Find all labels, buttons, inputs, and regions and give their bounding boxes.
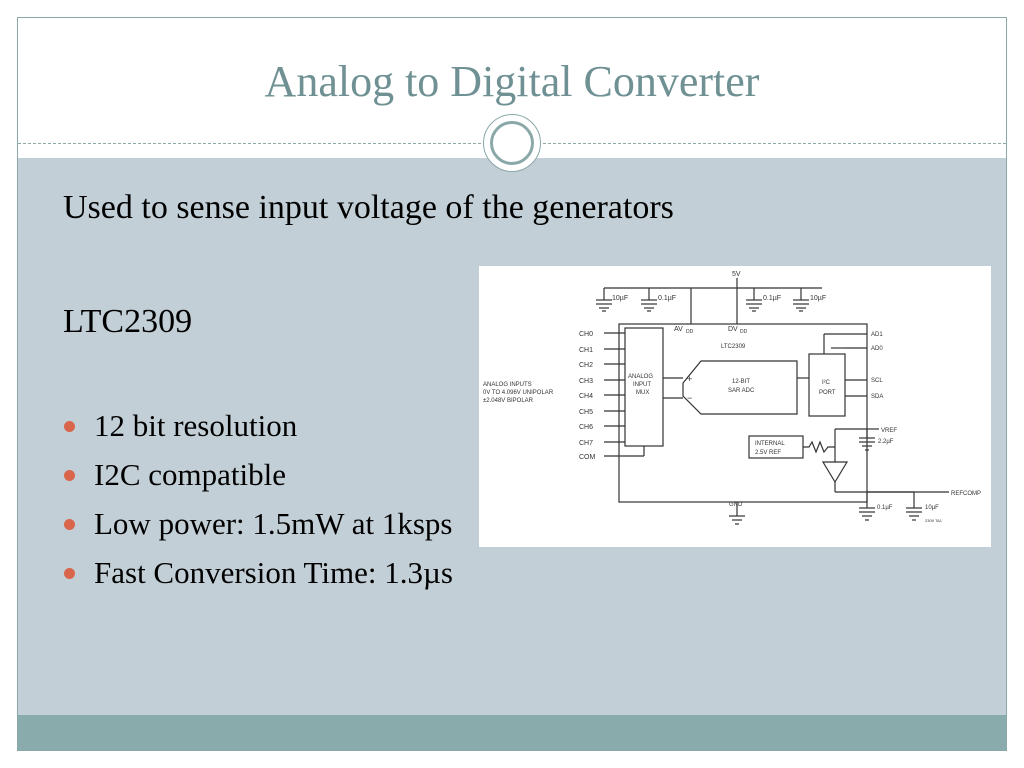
bullet-item: Fast Conversion Time: 1.3µs bbox=[64, 555, 453, 604]
adc-label: SAR ADC bbox=[728, 388, 755, 394]
bullet-icon bbox=[64, 421, 75, 432]
dvdd-label: DV bbox=[728, 326, 738, 333]
bullet-text: 12 bit resolution bbox=[94, 408, 298, 443]
bullet-icon bbox=[64, 568, 75, 579]
analog-inputs-label: 0V TO 4.096V UNIPOLAR bbox=[483, 390, 554, 396]
bullet-icon bbox=[64, 470, 75, 481]
mux-label: ANALOG bbox=[628, 374, 653, 380]
intro-text: Used to sense input voltage of the gener… bbox=[63, 189, 674, 226]
refcomp-label: REFCOMP bbox=[951, 491, 981, 497]
bullet-item: Low power: 1.5mW at 1ksps bbox=[64, 506, 453, 555]
cap-label: 10µF bbox=[810, 295, 826, 302]
ref-label: INTERNAL bbox=[755, 441, 785, 447]
bullet-text: I2C compatible bbox=[94, 457, 286, 492]
chip-label: LTC2309 bbox=[721, 344, 746, 350]
supply-label: 5V bbox=[732, 271, 741, 278]
ref-label: 2.5V REF bbox=[755, 450, 781, 456]
channel-label: CH7 bbox=[579, 440, 593, 447]
analog-inputs-label: ANALOG INPUTS bbox=[483, 382, 532, 388]
channel-label: CH3 bbox=[579, 378, 593, 385]
avdd-label: AV bbox=[674, 326, 683, 333]
channel-label: CH0 bbox=[579, 331, 593, 338]
avdd-sub: DD bbox=[686, 329, 694, 335]
slide-title: Analog to Digital Converter bbox=[264, 57, 760, 106]
ring-icon bbox=[490, 121, 534, 165]
bullet-icon bbox=[64, 519, 75, 530]
minus-sign: − bbox=[687, 393, 692, 403]
i2c-label: PORT bbox=[819, 390, 836, 396]
schematic-diagram: 5V 10µF 0.1µF 0.1µF 10µF AV DD DV DD LTC… bbox=[483, 271, 981, 525]
mux-label: MUX bbox=[636, 390, 649, 396]
pin-label: AD1 bbox=[871, 332, 883, 338]
channel-label: CH1 bbox=[579, 347, 593, 354]
adc-label: 12-BIT bbox=[732, 379, 750, 385]
channel-label: CH4 bbox=[579, 393, 593, 400]
dvdd-sub: DD bbox=[740, 329, 748, 335]
cap-label: 10µF bbox=[925, 505, 939, 511]
cap-label: 10µF bbox=[612, 295, 628, 302]
channel-label: CH2 bbox=[579, 362, 593, 369]
cap-label: 0.1µF bbox=[658, 295, 676, 302]
analog-inputs-label: ±2.048V BIPOLAR bbox=[483, 398, 534, 404]
footer-band bbox=[18, 715, 1006, 750]
vref-cap-label: 2.2µF bbox=[878, 439, 894, 445]
i2c-label: I²C bbox=[822, 380, 831, 386]
cap-label: 0.1µF bbox=[763, 295, 781, 302]
ltc2309-schematic: 5V 10µF 0.1µF 0.1µF 10µF AV DD DV DD LTC… bbox=[479, 266, 991, 547]
bullet-item: I2C compatible bbox=[64, 457, 453, 506]
figure-code: 2309 TA1 bbox=[925, 518, 943, 523]
part-number: LTC2309 bbox=[63, 303, 193, 340]
circle-ornament-icon bbox=[483, 114, 541, 172]
pin-label: SDA bbox=[871, 394, 883, 400]
vref-label: VREF bbox=[881, 428, 897, 434]
bullet-list: 12 bit resolution I2C compatible Low pow… bbox=[64, 408, 453, 604]
channel-label: CH6 bbox=[579, 424, 593, 431]
pin-label: SCL bbox=[871, 378, 883, 384]
mux-label: INPUT bbox=[633, 382, 651, 388]
gnd-label: GND bbox=[729, 502, 743, 508]
slide: Analog to Digital Converter Used to sens… bbox=[17, 17, 1007, 751]
cap-label: 0.1µF bbox=[877, 505, 893, 511]
plus-sign: + bbox=[687, 374, 692, 384]
channel-label: CH5 bbox=[579, 409, 593, 416]
bullet-item: 12 bit resolution bbox=[64, 408, 453, 457]
bullet-text: Low power: 1.5mW at 1ksps bbox=[94, 506, 453, 541]
pin-label: AD0 bbox=[871, 346, 883, 352]
channel-label: COM bbox=[579, 454, 596, 461]
bullet-text: Fast Conversion Time: 1.3µs bbox=[94, 555, 453, 590]
